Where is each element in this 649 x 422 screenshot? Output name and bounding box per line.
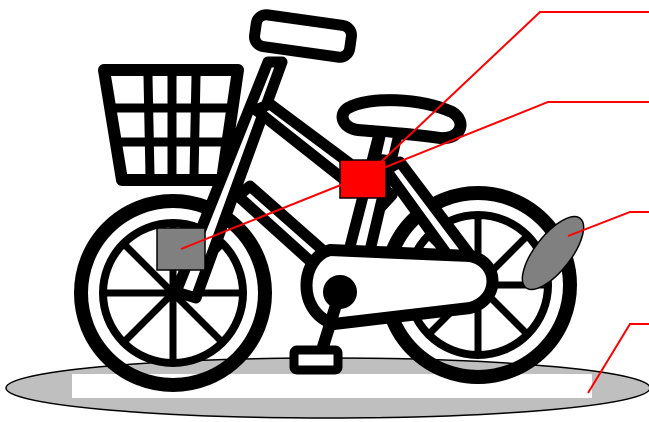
handlebar bbox=[253, 13, 353, 58]
seat bbox=[343, 100, 461, 160]
basket bbox=[104, 70, 238, 180]
bicycle bbox=[81, 13, 570, 385]
